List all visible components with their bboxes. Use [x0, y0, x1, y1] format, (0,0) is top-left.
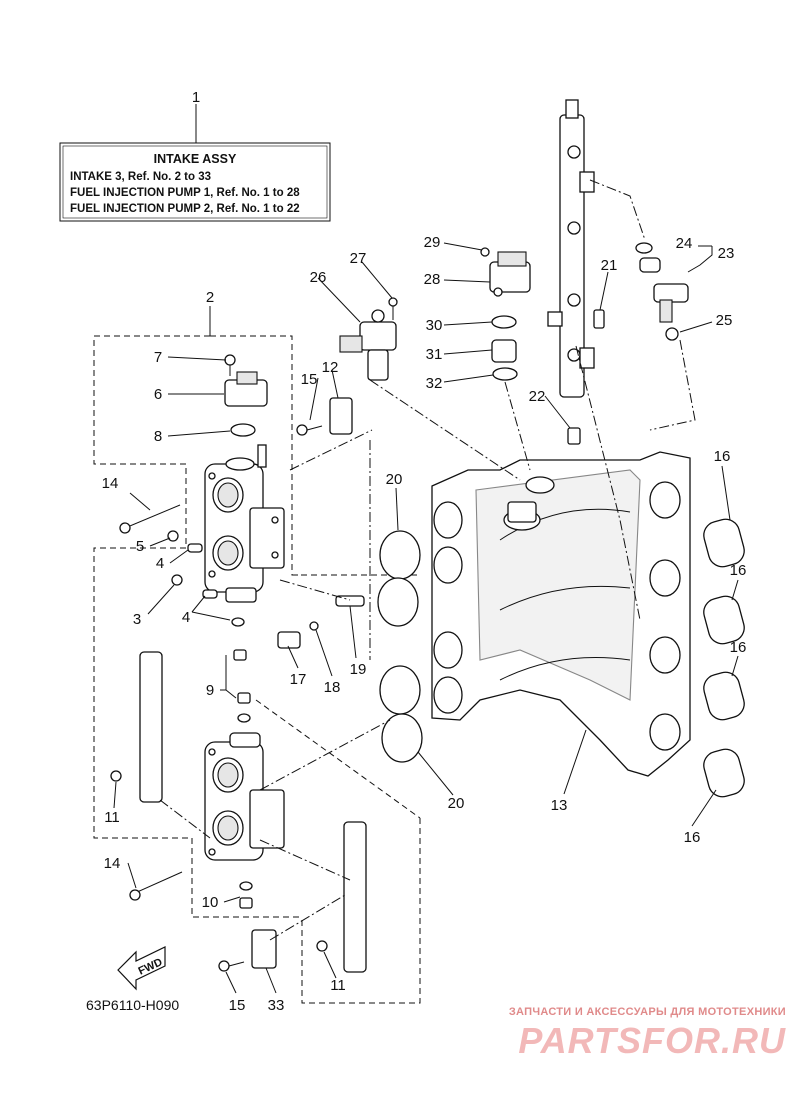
callout-6: 6 [154, 386, 162, 403]
watermark-tagline: ЗАПЧАСТИ И АКСЕССУАРЫ ДЛЯ МОТОТЕХНИКИ [508, 1006, 786, 1018]
callout-4b: 4 [182, 609, 190, 626]
info-box-line-2: FUEL INJECTION PUMP 1, Ref. No. 1 to 28 [70, 187, 300, 199]
callout-5: 5 [136, 538, 144, 555]
intake-manifold [431, 451, 691, 777]
callout-1: 1 [192, 89, 200, 106]
watermark: ЗАПЧАСТИ И АКСЕССУАРЫ ДЛЯ МОТОТЕХНИКИ PA… [486, 1006, 786, 1066]
leader-lines [113, 242, 739, 994]
callout-4a: 4 [156, 555, 164, 572]
callout-30: 30 [426, 317, 443, 334]
callout-15b: 15 [229, 997, 246, 1014]
callout-23: 23 [718, 245, 735, 262]
callout-8: 8 [154, 428, 162, 445]
callout-32: 32 [426, 375, 443, 392]
callout-22: 22 [529, 388, 546, 405]
callout-16d: 16 [684, 829, 701, 846]
callout-21: 21 [601, 257, 618, 274]
callout-2: 2 [206, 289, 214, 306]
callout-7: 7 [154, 349, 162, 366]
callout-9: 9 [206, 682, 214, 699]
callout-13: 13 [551, 797, 568, 814]
callout-15a: 15 [301, 371, 318, 388]
callout-17: 17 [290, 671, 307, 688]
watermark-logo: PARTSFOR.RU [518, 1020, 786, 1061]
callout-25: 25 [716, 312, 733, 329]
callout-18: 18 [324, 679, 341, 696]
callout-11a: 11 [104, 809, 120, 826]
callout-20a: 20 [386, 471, 403, 488]
callout-29: 29 [424, 234, 441, 251]
assembly-lines [159, 179, 696, 941]
callout-11b: 11 [330, 977, 346, 994]
throttle-body-upper [204, 444, 285, 603]
fuel-rail [547, 99, 595, 398]
callout-28: 28 [424, 271, 441, 288]
callout-24: 24 [676, 235, 693, 252]
group-outlines [93, 306, 421, 1004]
diagram-code: 63P6110-H090 [86, 997, 179, 1013]
info-box-title: INTAKE ASSY [154, 152, 237, 166]
callout-16b: 16 [730, 562, 747, 579]
callout-14b: 14 [104, 855, 121, 872]
callout-16c: 16 [730, 639, 747, 656]
throttle-body-lower [204, 732, 285, 861]
callout-16a: 16 [714, 448, 731, 465]
callout-26: 26 [310, 269, 327, 286]
callout-10: 10 [202, 894, 219, 911]
callout-14a: 14 [102, 475, 119, 492]
callout-3: 3 [133, 611, 141, 628]
callout-numbers: 1 2 3 4 4 5 6 7 8 9 10 11 11 12 13 14 14… [102, 89, 747, 1014]
fwd-arrow: FWD [117, 946, 166, 991]
callout-27: 27 [350, 250, 367, 267]
callout-33: 33 [268, 997, 285, 1014]
callout-19: 19 [350, 661, 367, 678]
callout-12: 12 [322, 359, 339, 376]
info-box: INTAKE ASSY INTAKE 3, Ref. No. 2 to 33 F… [59, 104, 331, 222]
callout-31: 31 [426, 346, 443, 363]
callout-20b: 20 [448, 795, 465, 812]
small-parts [110, 242, 745, 973]
info-box-line-1: INTAKE 3, Ref. No. 2 to 33 [70, 171, 211, 183]
info-box-line-3: FUEL INJECTION PUMP 2, Ref. No. 1 to 22 [70, 203, 300, 215]
